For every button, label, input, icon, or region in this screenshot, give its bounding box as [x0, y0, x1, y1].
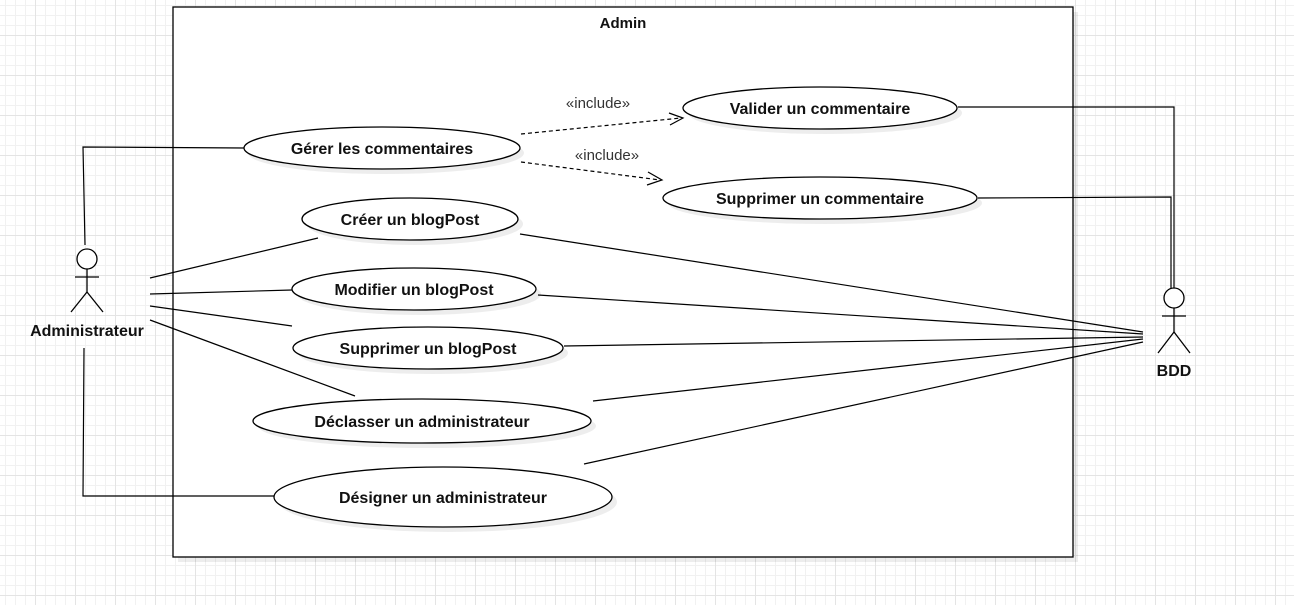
use-case-label: Désigner un administrateur: [339, 490, 547, 507]
use-case-ellipse: [243, 126, 521, 170]
assoc-bdd-valider-commentaire[interactable]: [958, 106, 1175, 288]
assoc-bdd-supprimer-blogpost[interactable]: [563, 336, 1144, 347]
assoc-bdd-designer-admin[interactable]: [583, 341, 1144, 465]
use-case-ellipse: [292, 326, 564, 370]
assoc-admin-gerer-commentaires[interactable]: [82, 146, 245, 246]
assoc-admin-modifier-blogpost[interactable]: [149, 289, 293, 295]
actor-bdd[interactable]: BDD: [1157, 287, 1192, 380]
use-case-label: Supprimer un commentaire: [716, 191, 924, 208]
actor-label: Administrateur: [30, 323, 144, 340]
use-case-ellipse: [273, 466, 613, 528]
use-case-valider-commentaire[interactable]: Valider un commentaire: [682, 86, 962, 134]
use-case-label: Déclasser un administrateur: [314, 414, 529, 431]
actor-administrateur[interactable]: Administrateur: [30, 248, 144, 340]
assoc-bdd-declasser-admin[interactable]: [592, 338, 1144, 402]
assoc-bdd-modifier-blogpost[interactable]: [537, 294, 1144, 335]
assoc-admin-declasser-admin[interactable]: [149, 319, 356, 397]
assoc-admin-creer-blogpost[interactable]: [149, 237, 319, 279]
actor-figure-icon: [1157, 287, 1191, 354]
use-case-label: Supprimer un blogPost: [340, 341, 518, 358]
use-case-ellipse: [682, 86, 958, 130]
use-case-gerer-commentaires[interactable]: Gérer les commentaires: [243, 126, 524, 174]
use-case-supprimer-commentaire[interactable]: Supprimer un commentaire: [662, 176, 982, 224]
actor-label: BDD: [1157, 363, 1192, 380]
include-arrowhead-supprimer: [646, 171, 664, 186]
use-case-declasser-admin[interactable]: Déclasser un administrateur: [252, 398, 596, 448]
use-case-label: Modifier un blogPost: [334, 282, 494, 299]
use-case-ellipse: [301, 197, 519, 241]
include-label-valider: «include»: [566, 95, 630, 112]
assoc-bdd-creer-blogpost[interactable]: [519, 233, 1144, 333]
use-case-supprimer-blogpost[interactable]: Supprimer un blogPost: [292, 326, 568, 374]
use-case-ellipse: [662, 176, 978, 220]
use-case-ellipse: [291, 267, 537, 311]
include-arrow-supprimer[interactable]: [520, 161, 661, 181]
use-case-label: Gérer les commentaires: [291, 141, 473, 158]
use-case-label: Créer un blogPost: [341, 212, 480, 229]
system-title: Admin: [600, 15, 647, 32]
use-case-label: Valider un commentaire: [730, 101, 911, 118]
use-case-creer-blogpost[interactable]: Créer un blogPost: [301, 197, 523, 245]
assoc-bdd-supprimer-commentaire[interactable]: [977, 196, 1172, 288]
assoc-admin-supprimer-blogpost[interactable]: [149, 305, 293, 327]
use-case-ellipse: [252, 398, 592, 444]
assoc-admin-designer-admin[interactable]: [82, 347, 274, 497]
include-label-supprimer: «include»: [575, 147, 639, 164]
use-case-designer-admin[interactable]: Désigner un administrateur: [273, 466, 617, 532]
use-case-modifier-blogpost[interactable]: Modifier un blogPost: [291, 267, 541, 315]
actor-figure-icon: [70, 248, 104, 313]
include-arrow-valider[interactable]: [520, 117, 682, 135]
include-arrowhead-valider: [668, 112, 685, 126]
